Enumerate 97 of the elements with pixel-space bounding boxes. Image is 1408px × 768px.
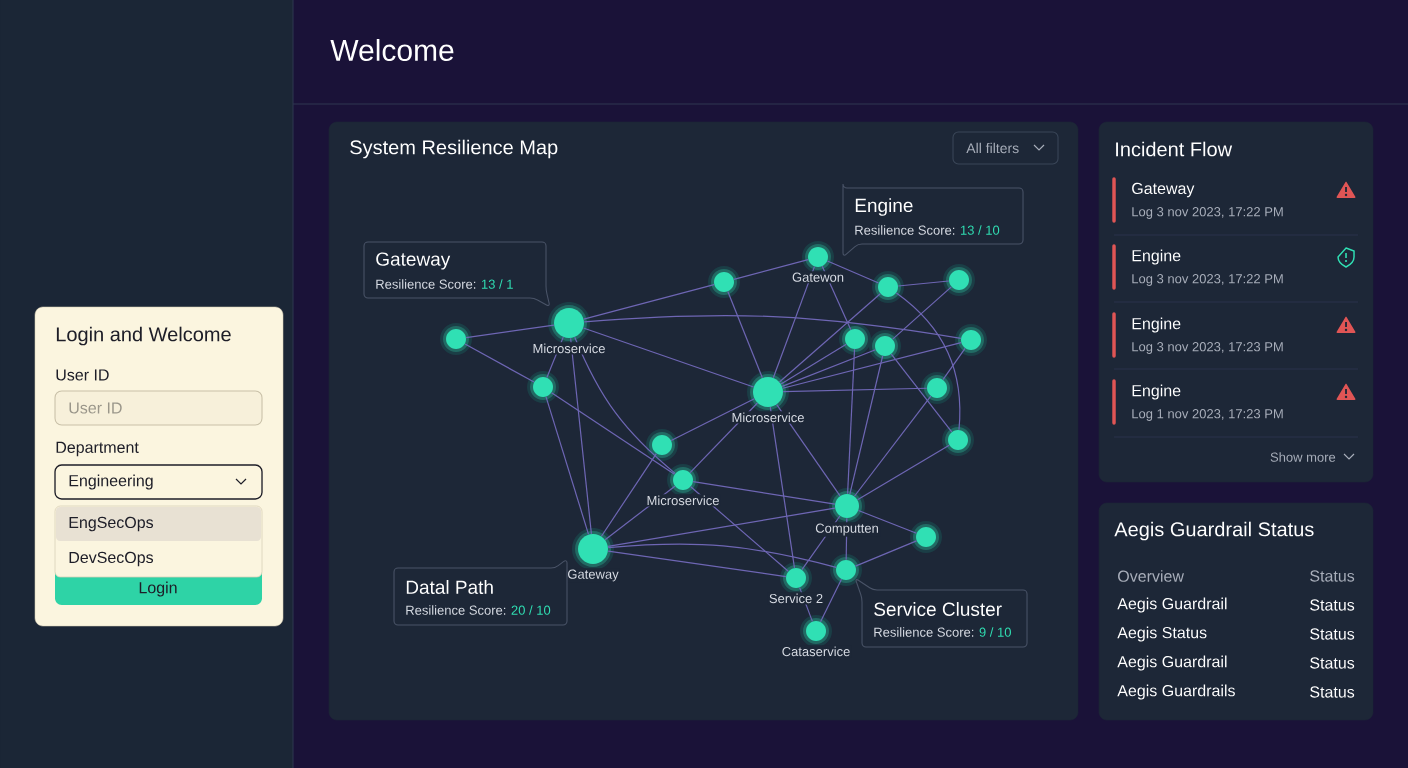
node-label: Microservice xyxy=(531,342,607,355)
connector-line xyxy=(895,292,961,431)
table-cell: Aegis Guardrails xyxy=(1117,684,1235,700)
connector-line xyxy=(782,387,928,393)
connector-line xyxy=(670,398,755,441)
connector-line xyxy=(854,540,918,567)
network-node xyxy=(921,372,953,404)
connector-line xyxy=(781,349,877,388)
score-value: 13 / 10 xyxy=(960,225,1000,235)
table-cell: Overview xyxy=(1118,570,1184,582)
connector-line xyxy=(892,286,952,340)
network-node xyxy=(667,464,699,496)
input-field: User ID xyxy=(54,390,263,426)
node-label: Service 2 xyxy=(767,592,825,605)
connector-line xyxy=(600,452,657,537)
score-label: Resilience Score: xyxy=(874,627,974,637)
incident-item: Engine Log 3 nov 2023, 17:23 PM xyxy=(1112,312,1283,358)
network-node xyxy=(708,266,740,298)
network-node xyxy=(943,264,975,296)
table-cell: Aegis Guardrail xyxy=(1117,655,1227,671)
connector-line xyxy=(464,343,535,383)
connector-line xyxy=(849,355,884,495)
connector-line xyxy=(607,550,787,578)
connector-line xyxy=(890,353,953,433)
connector-line xyxy=(897,280,950,287)
score-label: Resilience Score: xyxy=(406,605,506,615)
node-label: Computten xyxy=(813,522,881,537)
network-node xyxy=(872,271,904,303)
connector-line xyxy=(782,341,962,389)
filter-button: All filters xyxy=(952,131,1059,165)
score-value: 9 / 10 xyxy=(979,627,1011,637)
network-node xyxy=(802,241,834,273)
connector-line xyxy=(607,543,837,568)
connector-line xyxy=(583,314,962,339)
connector-line xyxy=(847,348,856,495)
connector-line xyxy=(727,290,763,379)
node-label: Microservice xyxy=(645,494,721,507)
connector-line xyxy=(465,324,555,339)
field-label: Department xyxy=(56,441,139,457)
table-cell: Status xyxy=(1310,570,1355,582)
connector-line xyxy=(582,327,755,388)
table-cell: Aegis Guardrail xyxy=(1117,597,1227,613)
connector-line xyxy=(550,392,676,475)
table-cell: Status xyxy=(1310,686,1355,698)
connector-line xyxy=(607,507,836,548)
network-node xyxy=(955,324,987,356)
node-label: Microservice xyxy=(730,411,806,424)
connector-line xyxy=(733,259,809,280)
network-node xyxy=(572,528,614,570)
table-cell: Status xyxy=(1310,657,1355,669)
network-node xyxy=(440,323,472,355)
score-value: 13 / 1 xyxy=(481,279,513,289)
network-node xyxy=(527,371,559,403)
node-label: Gateway xyxy=(566,568,620,583)
incident-item: Gateway Log 3 nov 2023, 17:22 PM xyxy=(1112,177,1283,223)
network-node xyxy=(869,330,901,362)
connector-line xyxy=(583,284,715,320)
menu-option: EngSecOps xyxy=(56,507,261,541)
score-label: Resilience Score: xyxy=(855,225,955,235)
network-node xyxy=(839,323,871,355)
network-node xyxy=(747,371,789,413)
network-node xyxy=(800,615,832,647)
score-value: 20 / 10 xyxy=(511,605,551,615)
network-node xyxy=(830,554,862,586)
connector-line xyxy=(942,347,966,381)
field-label: User ID xyxy=(56,369,109,381)
connector-line xyxy=(574,336,676,474)
table-cell: Status xyxy=(1310,599,1355,611)
connector-line xyxy=(570,337,592,535)
network-node xyxy=(829,488,865,524)
connector-line xyxy=(856,444,950,501)
network-node xyxy=(548,302,590,344)
network-node xyxy=(646,429,678,461)
connector-line xyxy=(857,509,918,534)
table-cell: Aegis Status xyxy=(1117,626,1207,642)
connector-line xyxy=(780,343,847,385)
network-node xyxy=(910,521,942,553)
connector-line xyxy=(776,403,841,497)
connector-line xyxy=(819,578,843,623)
network-node xyxy=(780,562,812,594)
node-label: Gatewon xyxy=(790,271,846,284)
connector-line xyxy=(853,395,932,497)
network-node xyxy=(942,424,974,456)
connector-line xyxy=(778,293,881,383)
incident-item: Engine Log 1 nov 2023, 17:23 PM xyxy=(1112,379,1283,425)
connector-line xyxy=(772,266,816,379)
connector-line xyxy=(692,481,836,505)
incident-item: Engine Log 3 nov 2023, 17:22 PM xyxy=(1112,244,1283,290)
connector-line xyxy=(545,396,590,535)
connector-line xyxy=(826,260,880,284)
connector-line xyxy=(769,406,796,569)
select-field: Engineering xyxy=(54,464,263,500)
page-heading: Welcome xyxy=(330,39,454,61)
table-cell: Status xyxy=(1310,628,1355,640)
score-label: Resilience Score: xyxy=(376,279,476,289)
show-more-link: Show more xyxy=(1270,452,1355,462)
node-label: Cataservice xyxy=(780,645,852,658)
